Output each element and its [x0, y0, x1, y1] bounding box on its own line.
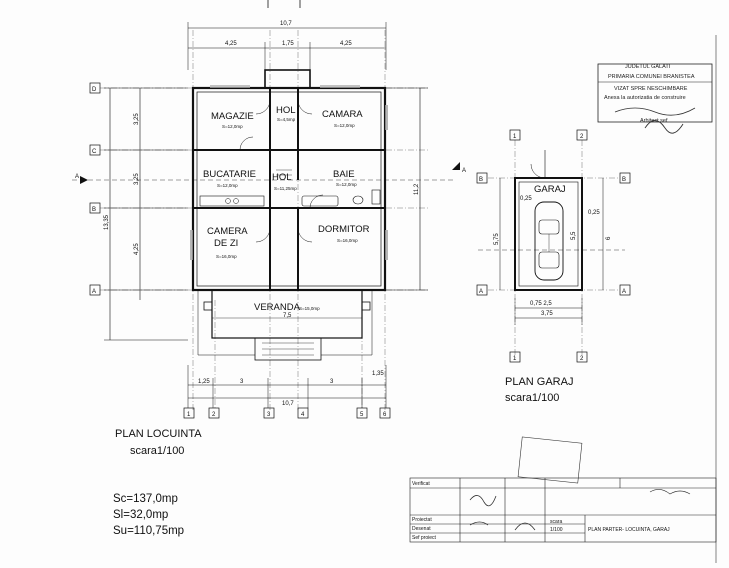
axis-label-1: 1	[187, 412, 191, 418]
dim-top-2: 1,75	[282, 41, 294, 47]
garage-dim-wall-left: 0,25	[520, 196, 532, 202]
title-block-stamp	[517, 436, 583, 484]
axis-label-d: D	[92, 87, 97, 93]
dim-left-3: 4,25	[134, 243, 140, 255]
garage-dim-wall-right: 0,25	[588, 210, 600, 216]
room-name-veranda: VERANDA	[254, 302, 301, 313]
stamp-line-4: Anexa la autorizatia de construire	[604, 95, 686, 101]
room-area-baie: S=12,0mp	[336, 182, 357, 187]
approval-stamp: JUDETUL GALATI PRIMARIA COMUNEI BRANISTE…	[597, 63, 713, 134]
axis-label-a: A	[92, 289, 96, 295]
verificat-signature	[469, 495, 497, 507]
garage-axis-1-bottom: 1	[513, 356, 517, 362]
axis-markers-bottom	[183, 407, 391, 419]
dim-overall-bottom: 10,7	[282, 401, 294, 407]
room-area-camera-de-zi: S=16,0mp	[216, 254, 237, 259]
stat-sl: Sl=32,0mp	[113, 509, 168, 521]
room-area-dormitor: S=16,0mp	[337, 238, 358, 243]
axis-label-4: 4	[301, 412, 305, 418]
dim-bottom-3: 3	[330, 379, 334, 385]
stamp-signature	[614, 107, 696, 116]
garage-axis-2-bottom: 2	[580, 356, 584, 362]
section-mark-left: A	[75, 174, 79, 180]
garage-dim-split: 0,75 2,5	[530, 301, 552, 307]
dim-bottom-2: 3	[240, 379, 244, 385]
garage-plan	[476, 129, 631, 363]
garage-axis-2-top: 2	[580, 134, 584, 140]
garage-dim-width: 3,75	[541, 311, 553, 317]
room-area-hol-central: S=11,25mp	[274, 186, 297, 191]
title-block	[409, 477, 717, 543]
proiectat-signature	[469, 521, 489, 526]
dim-left-2: 3,25	[134, 173, 140, 185]
garage-dim-inner: 5,5	[571, 231, 577, 240]
axis-label-c: C	[92, 149, 97, 155]
garage-labels: GARAJ 3,75 0,75 2,5 0,25 6 5,5 5,75 0,25…	[479, 134, 626, 404]
architect-signature	[644, 120, 684, 134]
stat-sc: Sc=137,0mp	[113, 493, 178, 505]
garage-dim-depth: 6	[606, 236, 612, 240]
room-area-veranda: S=15,0mp	[299, 306, 320, 311]
tb-scara-value: 1/100	[550, 527, 563, 533]
tb-scara-label: scara	[550, 519, 562, 525]
dim-left-total: 13,35	[104, 214, 110, 230]
room-name-camara: CAMARA	[322, 109, 363, 120]
axis-label-6: 6	[383, 412, 387, 418]
dim-left-1: 3,25	[134, 113, 140, 125]
dim-bottom-4: 1,35	[372, 371, 384, 377]
garage-plan-title: PLAN GARAJ	[505, 376, 573, 388]
desenat-signature	[514, 522, 536, 531]
house-dimensions: 10,7 4,25 1,75 4,25 1,25 3 3 1,35 10,7 7…	[104, 21, 420, 407]
stamp-line-3: VIZAT SPRE NESCHIMBARE	[614, 86, 688, 92]
room-area-bucatarie: S=12,0mp	[217, 183, 238, 188]
tb-drawing-title: PLAN PARTER- LOCUINTA, GARAJ	[588, 527, 670, 533]
garage-plan-scale: scara1/100	[505, 392, 559, 404]
house-plan-scale: scara1/100	[130, 445, 184, 457]
garage-axis-a-right: A	[622, 289, 626, 295]
dim-overall-top: 10,7	[280, 21, 292, 27]
refer-signature	[649, 489, 691, 495]
garage-axis-b-right: B	[622, 177, 626, 183]
garage-axis-1-top: 1	[513, 134, 517, 140]
dim-bottom-1: 1,25	[198, 379, 210, 385]
room-name-baie: BAIE	[333, 169, 355, 180]
stat-su: Su=110,75mp	[113, 525, 184, 537]
stamp-line-2: PRIMARIA COMUNEI BRANISTEA	[608, 74, 695, 80]
house-plan	[72, 22, 460, 410]
dim-top-1: 4,25	[225, 41, 237, 47]
room-area-hol-upper: S=4,5mp	[277, 117, 296, 122]
tb-proiectat: Proiectat	[412, 517, 432, 523]
room-name-hol-central: HOL	[272, 172, 292, 183]
room-name-hol-upper: HOL	[276, 105, 296, 116]
house-plan-title: PLAN LOCUINTA	[115, 428, 202, 440]
room-area-magazie: S=12,0mp	[222, 124, 243, 129]
tb-sef-proiect: Sef proiect	[412, 535, 437, 541]
dim-top-3: 4,25	[340, 41, 352, 47]
garage-axis-b-left: B	[479, 177, 483, 183]
room-labels: MAGAZIE S=12,0mp HOL S=4,5mp CAMARA S=12…	[203, 105, 370, 313]
axis-label-b: B	[92, 207, 96, 213]
axis-label-3: 3	[267, 412, 271, 418]
section-mark-right: A	[462, 168, 466, 174]
garage-room-name: GARAJ	[534, 184, 566, 195]
tb-verificat: Verificat	[412, 481, 430, 487]
room-name-dormitor: DORMITOR	[318, 224, 370, 235]
axis-label-5: 5	[360, 412, 364, 418]
garage-axis-a-left: A	[479, 289, 483, 295]
room-name-magazie: MAGAZIE	[211, 111, 254, 122]
stamp-line-1: JUDETUL GALATI	[625, 64, 671, 70]
garage-dim-left: 5,75	[494, 233, 500, 245]
dim-right-total: 11,2	[414, 183, 420, 195]
axis-markers-left: D C B A	[89, 82, 101, 296]
room-name-bucatarie: BUCATARIE	[203, 169, 256, 180]
dim-veranda: 7,5	[283, 313, 292, 319]
room-area-camara: S=12,0mp	[334, 123, 355, 128]
tb-desenat: Desenat	[412, 526, 431, 532]
axis-label-2: 2	[212, 412, 216, 418]
